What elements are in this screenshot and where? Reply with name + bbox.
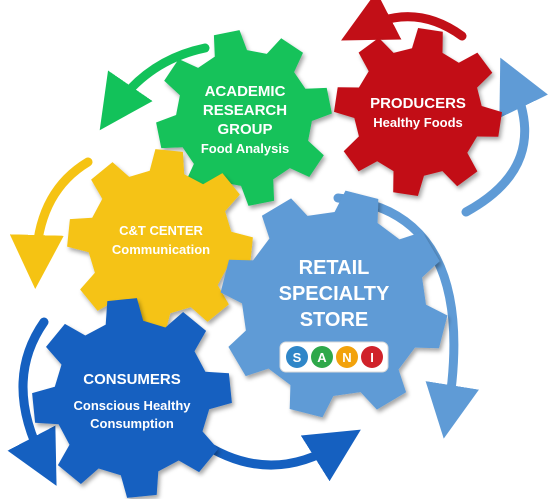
academic-research-gear: ACADEMIC RESEARCH GROUP Food Analysis: [156, 30, 332, 206]
ct-center-gear: C&T CENTER Communication: [67, 149, 253, 335]
sani-letter: N: [342, 350, 351, 365]
producers-label-line1: PRODUCERS: [370, 95, 466, 112]
sani-logo-background: [279, 341, 389, 373]
academic-gear-shape: [156, 30, 332, 206]
producers-gear-shape: [334, 28, 502, 196]
ct-center-label-line2: Communication: [112, 242, 210, 257]
consumers-label-line3: Consumption: [90, 416, 174, 431]
sani-letter: A: [317, 350, 327, 365]
consumers-gear-shape: [32, 298, 232, 498]
ct-center-gear-shape: [67, 149, 253, 335]
arrow-green-left: [99, 43, 210, 131]
consumers-label-line1: CONSUMERS: [83, 371, 181, 388]
retail-gear-shape: [220, 190, 448, 418]
producers-gear: PRODUCERS Healthy Foods: [334, 28, 502, 196]
retail-label-line3: STORE: [300, 309, 369, 331]
arrow-yellow-left: [9, 157, 93, 289]
sani-letter: I: [370, 350, 374, 365]
sani-letter: S: [293, 350, 302, 365]
arrow-red-top: [341, 0, 467, 41]
sani-letter-badge: [311, 346, 333, 368]
retail-label-line1: RETAIL: [299, 257, 370, 279]
arrow-blue-bottom: [193, 429, 361, 482]
academic-label-line2: RESEARCH: [203, 102, 287, 119]
academic-label-line3: GROUP: [217, 121, 272, 138]
consumers-label-line2: Conscious Healthy: [73, 398, 191, 413]
sani-letter-badge: [361, 346, 383, 368]
arrow-blue-left: [7, 317, 57, 486]
arrow-lightblue-right-outer: [461, 57, 549, 217]
producers-label-line2: Healthy Foods: [373, 115, 463, 130]
sani-letter-badge: [286, 346, 308, 368]
academic-label-line1: ACADEMIC: [205, 83, 286, 100]
academic-label-line4: Food Analysis: [201, 141, 289, 156]
retail-label-line2: SPECIALTY: [279, 283, 390, 305]
sani-letter-badge: [336, 346, 358, 368]
consumers-gear: CONSUMERS Conscious Healthy Consumption: [32, 298, 232, 498]
ct-center-label-line1: C&T CENTER: [119, 223, 203, 238]
